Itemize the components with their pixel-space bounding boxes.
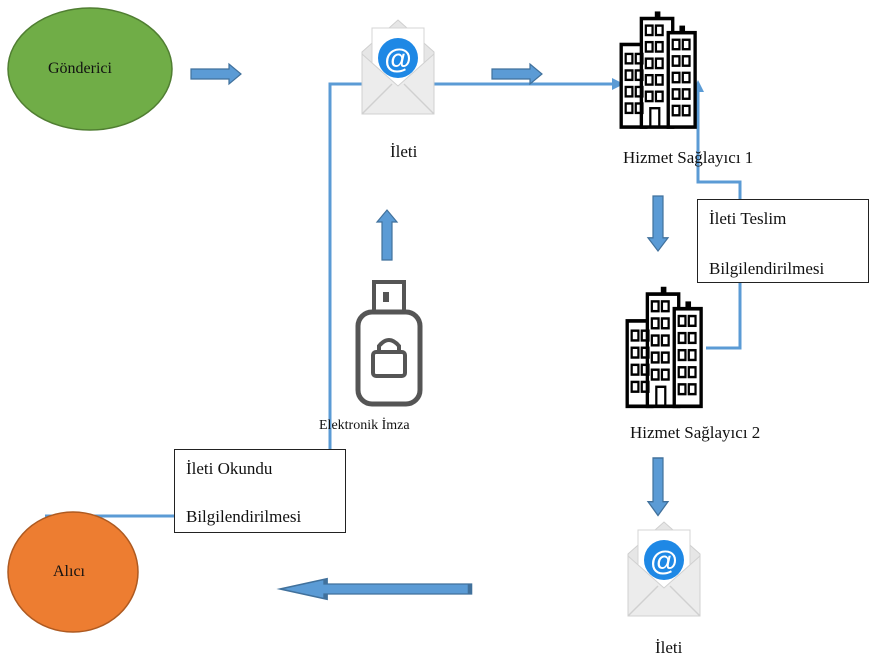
read-notification-box: İleti Okundu Bilgilendirilmesi [174,449,346,533]
building-icon [619,9,697,129]
read-note-line-1: İleti Okundu [186,459,273,478]
receiver-label: Alıcı [53,563,85,580]
delivery-note-line-2: Bilgilendirilmesi [709,259,825,278]
building-icon [625,284,703,409]
arrow-message-to-provider [491,63,543,85]
message-label-top: İleti [390,142,418,161]
envelope-icon [361,19,435,115]
arrowhead-to-provider-1 [612,78,624,90]
arrow-provider1-to-provider2 [647,195,669,252]
provider-2-label: Hizmet Sağlayıcı 2 [630,423,761,442]
arrow-provider2-to-message [647,457,669,517]
sender-label: Gönderici [48,60,112,77]
envelope-icon [627,521,701,617]
delivery-note-line-1: İleti Teslim [709,209,787,228]
sender-node [7,7,173,131]
e-signature-label: Elektronik İmza [319,418,410,433]
receiver-node [7,511,139,633]
arrow-sender-to-message [190,63,242,85]
arrow-signature-to-message [376,209,398,261]
provider-1-label: Hizmet Sağlayıcı 1 [623,148,754,167]
delivery-notification-line [696,92,742,350]
message-label-bottom: İleti [655,638,683,657]
delivery-notification-box: İleti Teslim Bilgilendirilmesi [697,199,869,283]
arrow-message-to-receiver [280,579,470,599]
read-note-line-2: Bilgilendirilmesi [186,507,302,526]
usb-lock-icon [355,280,423,407]
